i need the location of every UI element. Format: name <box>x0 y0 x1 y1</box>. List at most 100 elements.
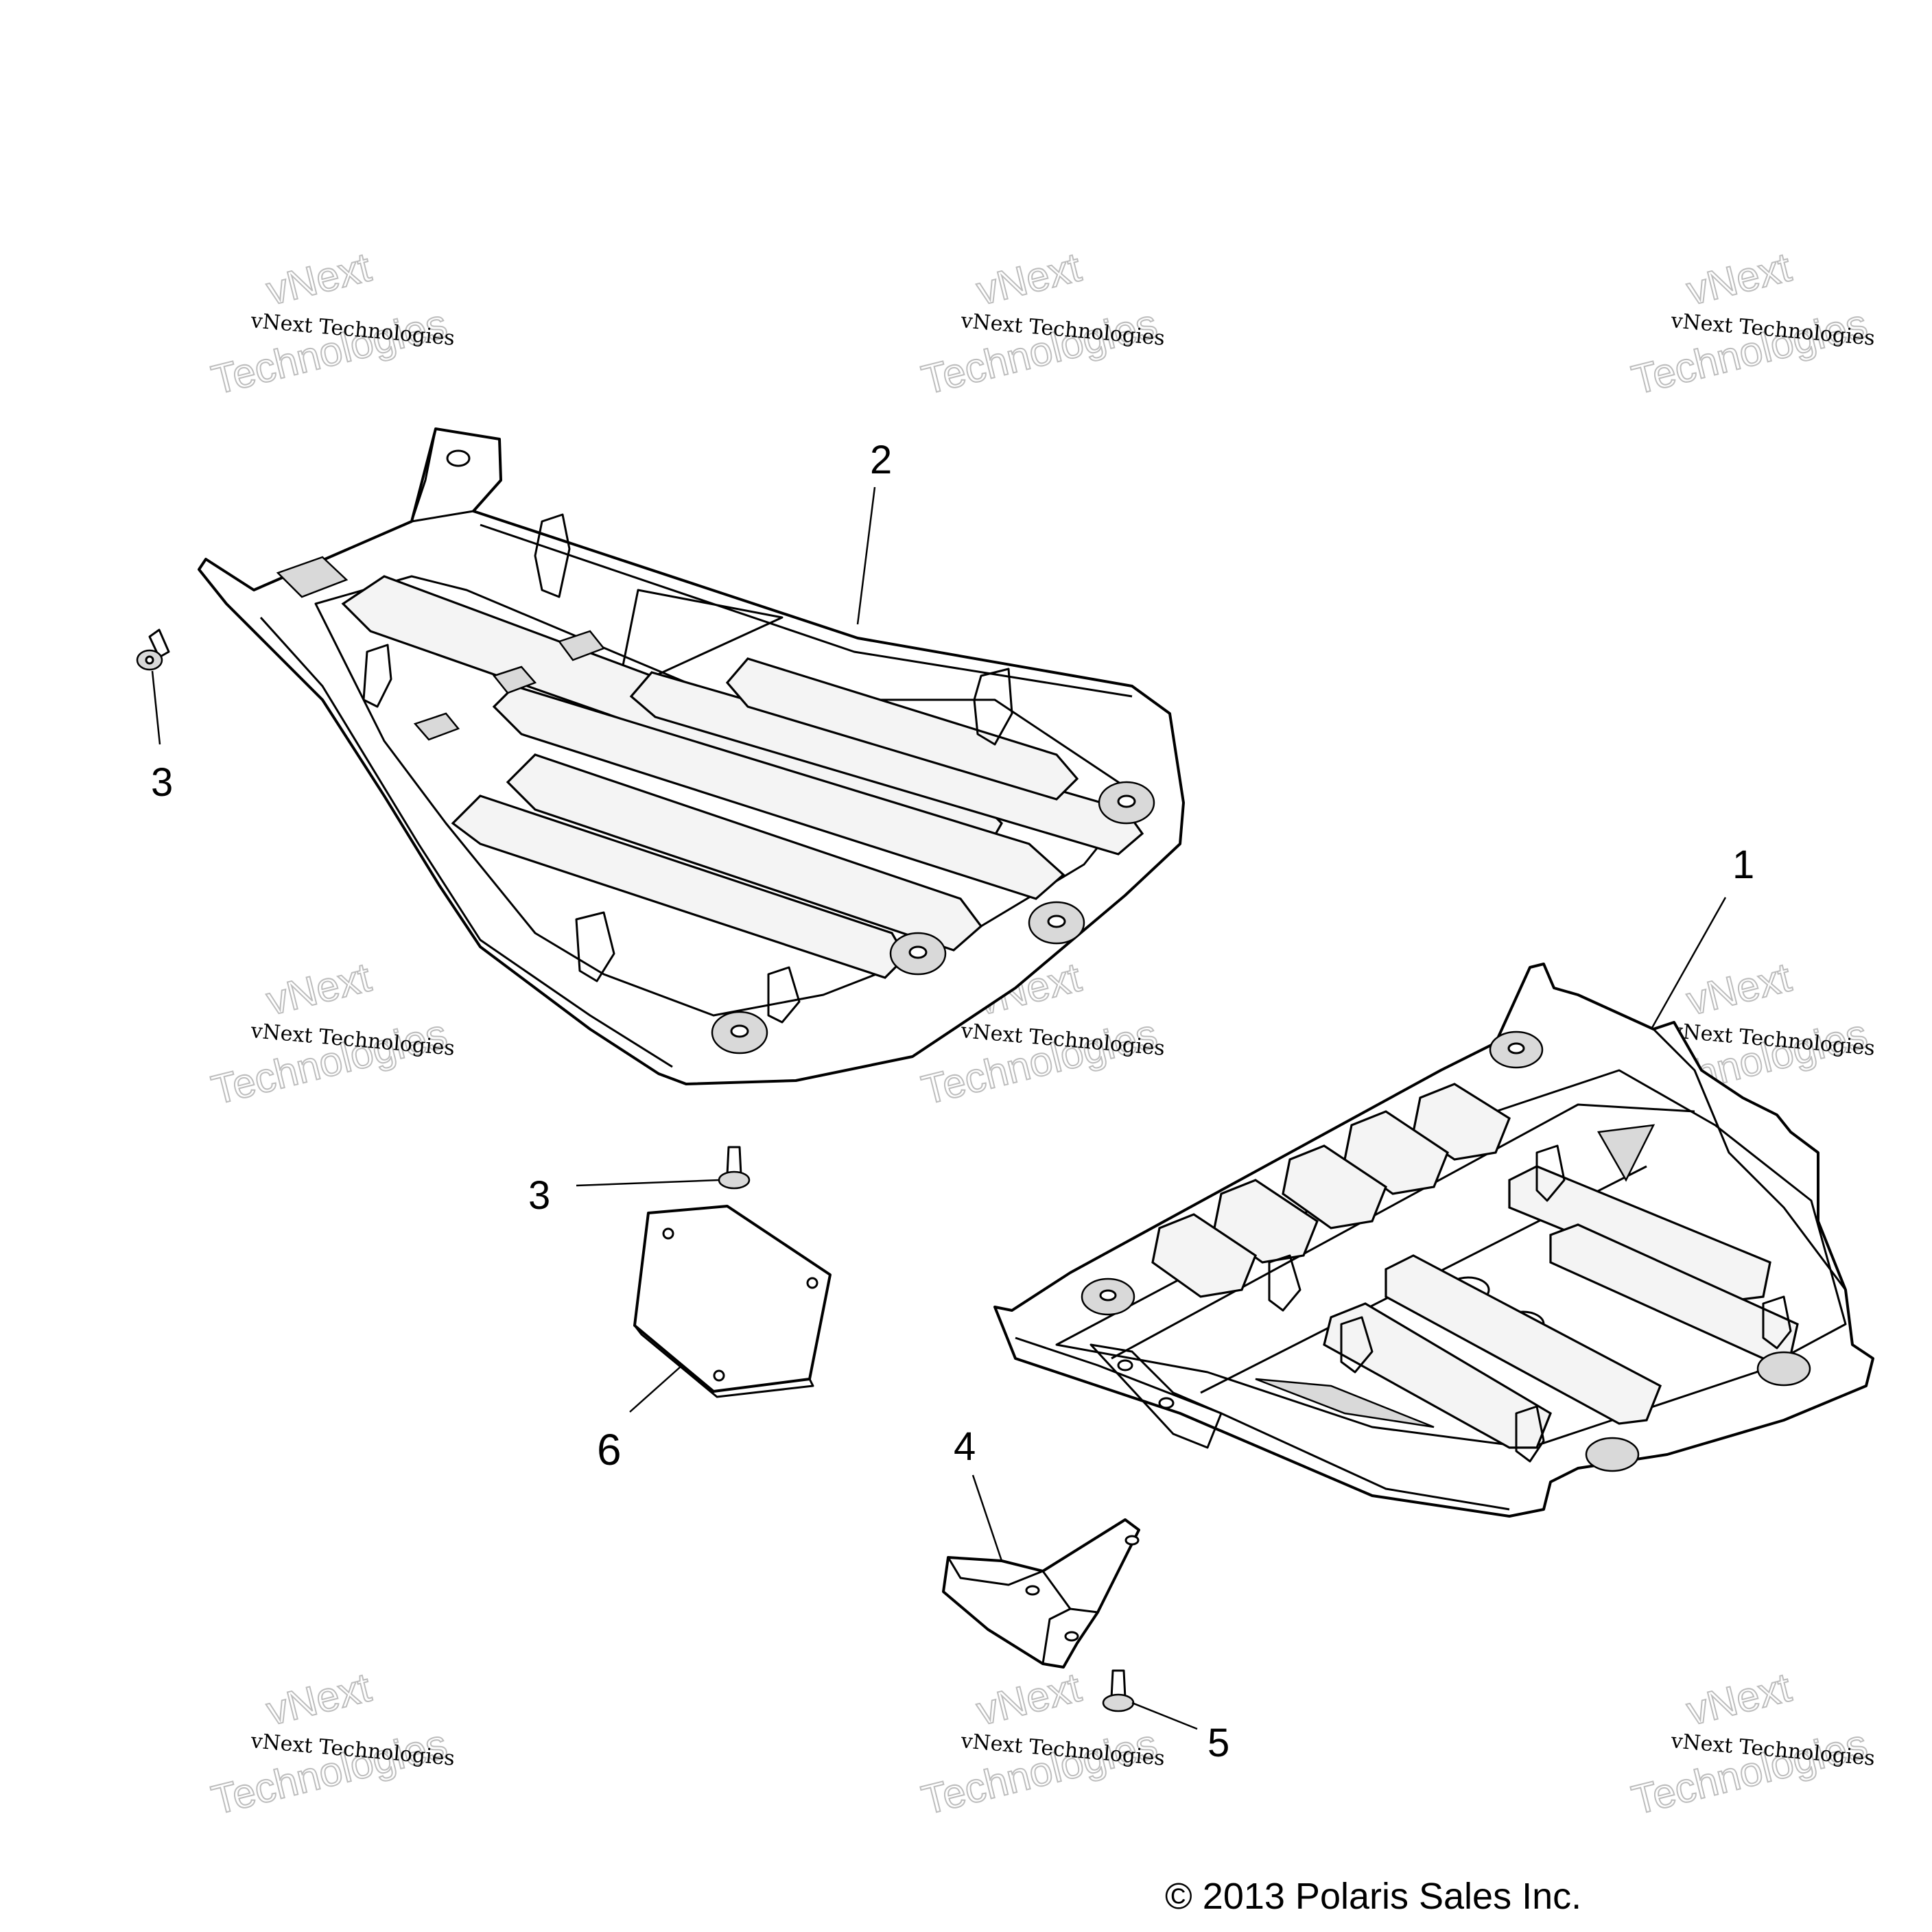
part-2-clip <box>767 966 801 1024</box>
part-1-grommet <box>1585 1437 1640 1472</box>
part-1-clip <box>1515 1405 1545 1463</box>
part-4-fold <box>947 1557 1098 1664</box>
part-2-rib <box>725 657 1079 801</box>
part-2-rib <box>451 794 907 979</box>
fastener-center <box>145 655 154 665</box>
part-2-grommet-hole <box>1117 794 1136 808</box>
callout-part-3-top: 3 <box>151 760 173 805</box>
part-2-clip <box>575 911 615 982</box>
part-2-clip <box>534 513 571 598</box>
svg-text:vNext: vNext <box>972 244 1085 314</box>
watermark-bottom-right: vNext Technologies vNext Technologies <box>1627 1663 1876 1824</box>
part-2-rib <box>492 685 1065 900</box>
svg-text:vNext: vNext <box>262 1664 375 1734</box>
part-4-hole <box>1124 1535 1140 1546</box>
fastener-shank <box>148 628 170 659</box>
svg-text:vNext: vNext <box>972 1664 1085 1734</box>
part-5-fastener <box>1102 1669 1135 1712</box>
part-1-grommet <box>1756 1351 1811 1387</box>
part-2-clip <box>362 644 392 708</box>
part-4-hole <box>1025 1585 1040 1596</box>
fastener-shank <box>726 1146 742 1176</box>
callout-part-4: 4 <box>954 1424 976 1469</box>
leader-part-1 <box>1651 897 1727 1028</box>
watermark-bottom-center: vNext Technologies vNext Technologies <box>917 1663 1166 1824</box>
part-1-outline <box>993 963 1874 1518</box>
part-2-tab-hole <box>446 449 471 467</box>
svg-text:vNext: vNext <box>1682 244 1795 314</box>
part-2-grommet-hole <box>908 945 928 959</box>
part-2-cutout <box>557 630 606 661</box>
svg-text:vNext: vNext <box>262 244 375 314</box>
part-2-inner-panel <box>616 589 784 694</box>
part-2-skid-plate <box>198 427 1185 1085</box>
watermark-top-center: vNext Technologies vNext Technologies <box>917 243 1166 403</box>
part-1-clip <box>1268 1254 1301 1312</box>
part-1-clip <box>1340 1316 1374 1374</box>
watermark-mid-left: vNext Technologies vNext Technologies <box>207 953 456 1114</box>
leader-part-5 <box>1131 1701 1198 1730</box>
part-1-long-slot <box>1255 1378 1435 1428</box>
part-6-hole <box>806 1277 818 1289</box>
part-1-bracket-hole <box>1117 1359 1133 1371</box>
part-2-clip <box>973 668 1013 746</box>
callout-part-5: 5 <box>1208 1721 1229 1765</box>
svg-text:vNext: vNext <box>262 954 375 1024</box>
part-1-mount-bracket <box>1089 1343 1223 1449</box>
callout-part-6: 6 <box>597 1425 622 1474</box>
part-2-rib <box>506 753 983 952</box>
part-1-grommet-hole <box>1507 1042 1525 1055</box>
part-2-top-edge <box>473 510 1133 698</box>
part-1-triangle-cutout <box>1597 1124 1656 1182</box>
part-2-ribs <box>341 575 1144 979</box>
leader-part-3-top <box>151 670 161 745</box>
part-2-cutout <box>413 712 460 741</box>
part-2-clips <box>362 513 1013 1024</box>
part-4-bracket <box>942 1518 1140 1669</box>
callout-part-2: 2 <box>870 438 892 482</box>
part-4-hole <box>1064 1631 1079 1642</box>
part-1-clip <box>1535 1144 1566 1202</box>
part-3-fastener-mid <box>718 1146 751 1190</box>
part-3-fastener-top <box>136 628 170 671</box>
part-1-bracket-hole <box>1158 1397 1175 1409</box>
part-6-cover-plate <box>633 1205 832 1398</box>
part-2-grommet-hole <box>730 1024 749 1038</box>
callout-part-1: 1 <box>1732 843 1754 887</box>
leader-part-6 <box>629 1366 681 1413</box>
part-4-outline <box>942 1518 1140 1669</box>
part-2-cutout <box>492 665 537 694</box>
copyright-notice: © 2013 Polaris Sales Inc. <box>1165 1876 1581 1917</box>
part-1-side-wall <box>1652 1028 1847 1291</box>
part-1-rib <box>1385 1254 1662 1425</box>
watermark-bottom-left: vNext Technologies vNext Technologies <box>207 1663 456 1824</box>
leader-part-3-mid <box>576 1179 720 1187</box>
part-2-side-edge <box>259 616 673 1068</box>
part-2-square-cutouts <box>276 556 606 741</box>
leader-lines <box>151 486 1727 1730</box>
leader-part-4 <box>971 1474 1003 1562</box>
watermark-top-right: vNext Technologies vNext Technologies <box>1627 243 1876 403</box>
part-2-grommets <box>711 781 1155 1055</box>
part-1-clips <box>1268 1144 1792 1463</box>
watermark-top-left: vNext Technologies vNext Technologies <box>207 243 456 403</box>
part-1-rib <box>1282 1144 1387 1229</box>
part-6-hole <box>713 1369 725 1382</box>
svg-text:vNext: vNext <box>1682 1664 1795 1734</box>
part-6-edge <box>633 1325 814 1398</box>
part-2-grommet-hole <box>1047 915 1066 928</box>
fastener-head <box>1102 1693 1135 1712</box>
callout-part-3-mid: 3 <box>528 1173 550 1218</box>
part-1-grommets <box>1081 1030 1811 1472</box>
part-1-skid-plate <box>993 963 1874 1518</box>
part-1-grommet-hole <box>1099 1289 1117 1301</box>
fastener-head <box>718 1170 751 1190</box>
part-1-rib <box>1151 1213 1257 1298</box>
part-6-hole <box>662 1227 674 1240</box>
part-1-ribs <box>1151 1083 1799 1449</box>
part-1-inner-floor <box>1055 1069 1847 1449</box>
part-1-rib <box>1323 1302 1552 1449</box>
part-1-clip <box>1762 1295 1792 1350</box>
part-2-cutout <box>276 556 349 598</box>
